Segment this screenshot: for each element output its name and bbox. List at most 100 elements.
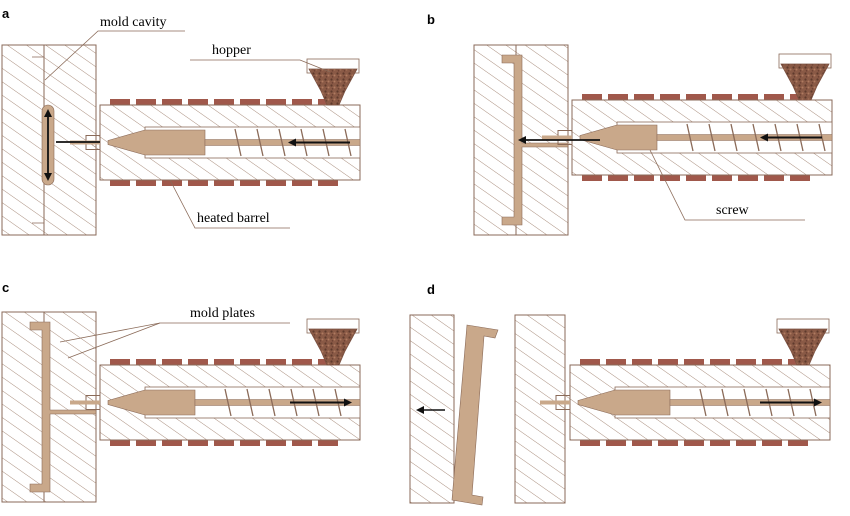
heater-band-top: [606, 359, 626, 365]
heater-band-bottom: [788, 440, 808, 446]
heater-band-top: [608, 94, 628, 100]
heater-band-bottom: [658, 440, 678, 446]
heater-band-bottom: [136, 180, 156, 186]
mold-plate-left: [1, 44, 45, 236]
heater-band-top: [686, 94, 706, 100]
heater-band-top: [214, 359, 234, 365]
heater-band-top: [684, 359, 704, 365]
heater-band-top: [188, 359, 208, 365]
hopper-pellets: [780, 63, 830, 101]
heater-band-top: [712, 94, 732, 100]
screw-shaft: [669, 399, 831, 406]
heater-band-top: [634, 94, 654, 100]
screw-flight: [708, 123, 716, 152]
heater-band-bottom: [606, 440, 626, 446]
heater-band-bottom: [632, 440, 652, 446]
heater-band-top: [764, 94, 784, 100]
heater-band-top: [266, 359, 286, 365]
heater-band-bottom: [136, 440, 156, 446]
panel-b-letter: b: [427, 12, 435, 27]
screw-flight: [224, 388, 232, 417]
panel-d: [409, 314, 831, 506]
heater-band-top: [110, 99, 130, 105]
heater-band-top: [240, 99, 260, 105]
heater-band-bottom: [188, 180, 208, 186]
callout-hopper: hopper: [190, 43, 331, 73]
heater-band-top: [632, 359, 652, 365]
heater-band-bottom: [738, 175, 758, 181]
screw-shaft: [656, 134, 833, 141]
screw-flight: [256, 128, 264, 157]
heater-band-bottom: [214, 180, 234, 186]
heater-band-bottom: [110, 180, 130, 186]
heater-band-top: [136, 359, 156, 365]
heater-band-bottom: [240, 180, 260, 186]
heater-band-top: [762, 359, 782, 365]
heater-band-top: [292, 359, 312, 365]
panel-d-letter: d: [427, 282, 435, 297]
heater-band-bottom: [762, 440, 782, 446]
screw-flight: [730, 123, 738, 152]
screw-flight: [752, 123, 760, 152]
screw-flight: [246, 388, 254, 417]
heater-band-bottom: [214, 440, 234, 446]
heater-band-top: [188, 99, 208, 105]
heater-band-bottom: [736, 440, 756, 446]
screw-flight: [743, 388, 751, 417]
melt-volume: [107, 389, 196, 416]
screw-flight: [721, 388, 729, 417]
callout-mold-cavity: mold cavity: [44, 15, 185, 81]
heater-band-bottom: [660, 175, 680, 181]
panel-a-letter: a: [2, 6, 10, 21]
mold-plates-label: mold plates: [190, 306, 255, 321]
heater-band-top: [136, 99, 156, 105]
heater-band-bottom: [634, 175, 654, 181]
heater-band-bottom: [266, 180, 286, 186]
ejected-part: [451, 324, 499, 506]
heater-band-top: [110, 359, 130, 365]
hopper-pellets: [778, 328, 828, 366]
mold-plate-left-open: [409, 314, 455, 504]
heater-band-bottom: [110, 440, 130, 446]
screw-flight: [699, 388, 707, 417]
panel-b: [473, 44, 833, 236]
mold-plate-left: [1, 311, 45, 503]
heater-band-top: [582, 94, 602, 100]
screw-flight: [234, 128, 242, 157]
heater-band-bottom: [240, 440, 260, 446]
screw-flight: [278, 128, 286, 157]
callout-mold-plates: mold plates: [59, 306, 290, 359]
hopper-label: hopper: [212, 43, 251, 58]
callout-screw: screw: [649, 149, 805, 221]
heater-band-bottom: [686, 175, 706, 181]
heater-band-top: [240, 359, 260, 365]
heater-band-top: [736, 359, 756, 365]
heater-band-bottom: [162, 440, 182, 446]
nozzle-sprue: [542, 135, 572, 140]
heater-band-top: [292, 99, 312, 105]
heater-band-bottom: [764, 175, 784, 181]
molded-part: [29, 321, 97, 493]
heater-band-bottom: [790, 175, 810, 181]
mold-plate-left: [473, 44, 517, 236]
screw-flight: [268, 388, 276, 417]
screw-shaft: [194, 399, 361, 406]
hopper-pellets: [308, 328, 358, 366]
heater-band-bottom: [188, 440, 208, 446]
heater-band-bottom: [712, 175, 732, 181]
nozzle-sprue: [70, 400, 100, 405]
heater-band-bottom: [318, 180, 338, 186]
heater-band-top: [162, 359, 182, 365]
screw-label: screw: [716, 203, 750, 218]
heater-band-bottom: [318, 440, 338, 446]
heater-band-bottom: [582, 175, 602, 181]
heater-band-top: [710, 359, 730, 365]
heater-band-top: [162, 99, 182, 105]
heater-band-top: [266, 99, 286, 105]
heater-band-top: [738, 94, 758, 100]
heated-barrel-label: heated barrel: [197, 211, 270, 226]
heater-band-top: [658, 359, 678, 365]
nozzle-sprue: [540, 400, 570, 405]
panel-c-letter: c: [2, 280, 9, 295]
